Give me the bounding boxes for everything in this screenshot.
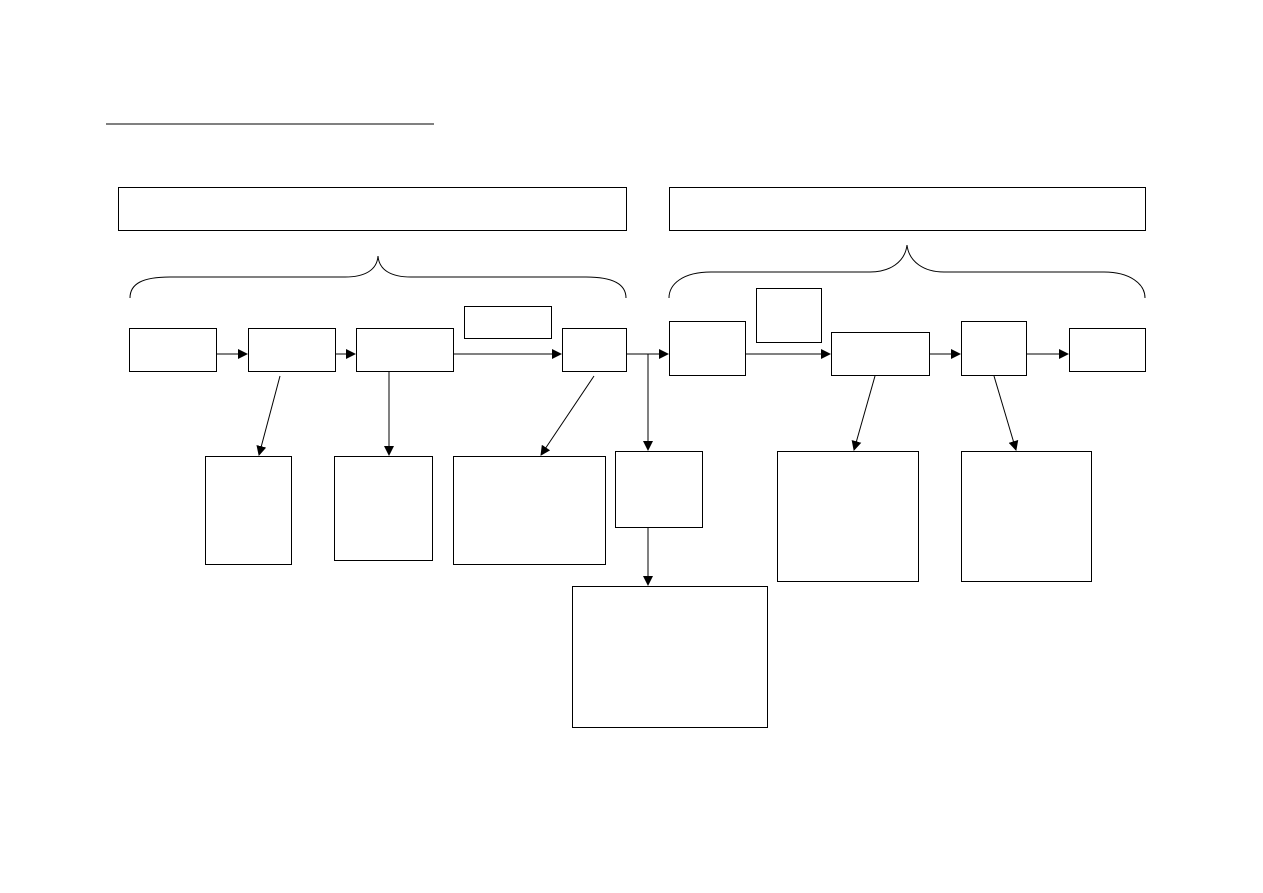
detail-4-box (615, 451, 703, 528)
detail-4-sub-box (572, 586, 768, 728)
arrow-stage4-to-detail3 (540, 375, 595, 456)
header-box-left (118, 187, 627, 231)
stage-1-box (129, 328, 217, 372)
stage-8-box (1069, 328, 1146, 372)
stage-5-annotation-box (756, 288, 822, 343)
stage-3-box (356, 328, 454, 372)
header-box-right (669, 187, 1146, 231)
detail-3-box (453, 456, 606, 565)
arrow-stage7-to-detail6 (993, 375, 1019, 451)
arrow-stage2-to-detail1 (256, 375, 281, 456)
brace-right (668, 244, 1146, 299)
stage-6-box (831, 332, 930, 376)
stage-5-box (669, 321, 746, 376)
detail-1-box (205, 456, 292, 565)
stage-3-annotation-box (464, 306, 552, 339)
detail-6-box (961, 451, 1092, 582)
brace-left (129, 255, 627, 299)
detail-5-box (777, 451, 919, 582)
stage-2-box (248, 328, 336, 372)
arrow-stage6-to-detail5 (851, 375, 876, 451)
stage-7-box (961, 321, 1027, 376)
detail-2-box (334, 456, 433, 561)
stage-4-box (562, 328, 627, 372)
